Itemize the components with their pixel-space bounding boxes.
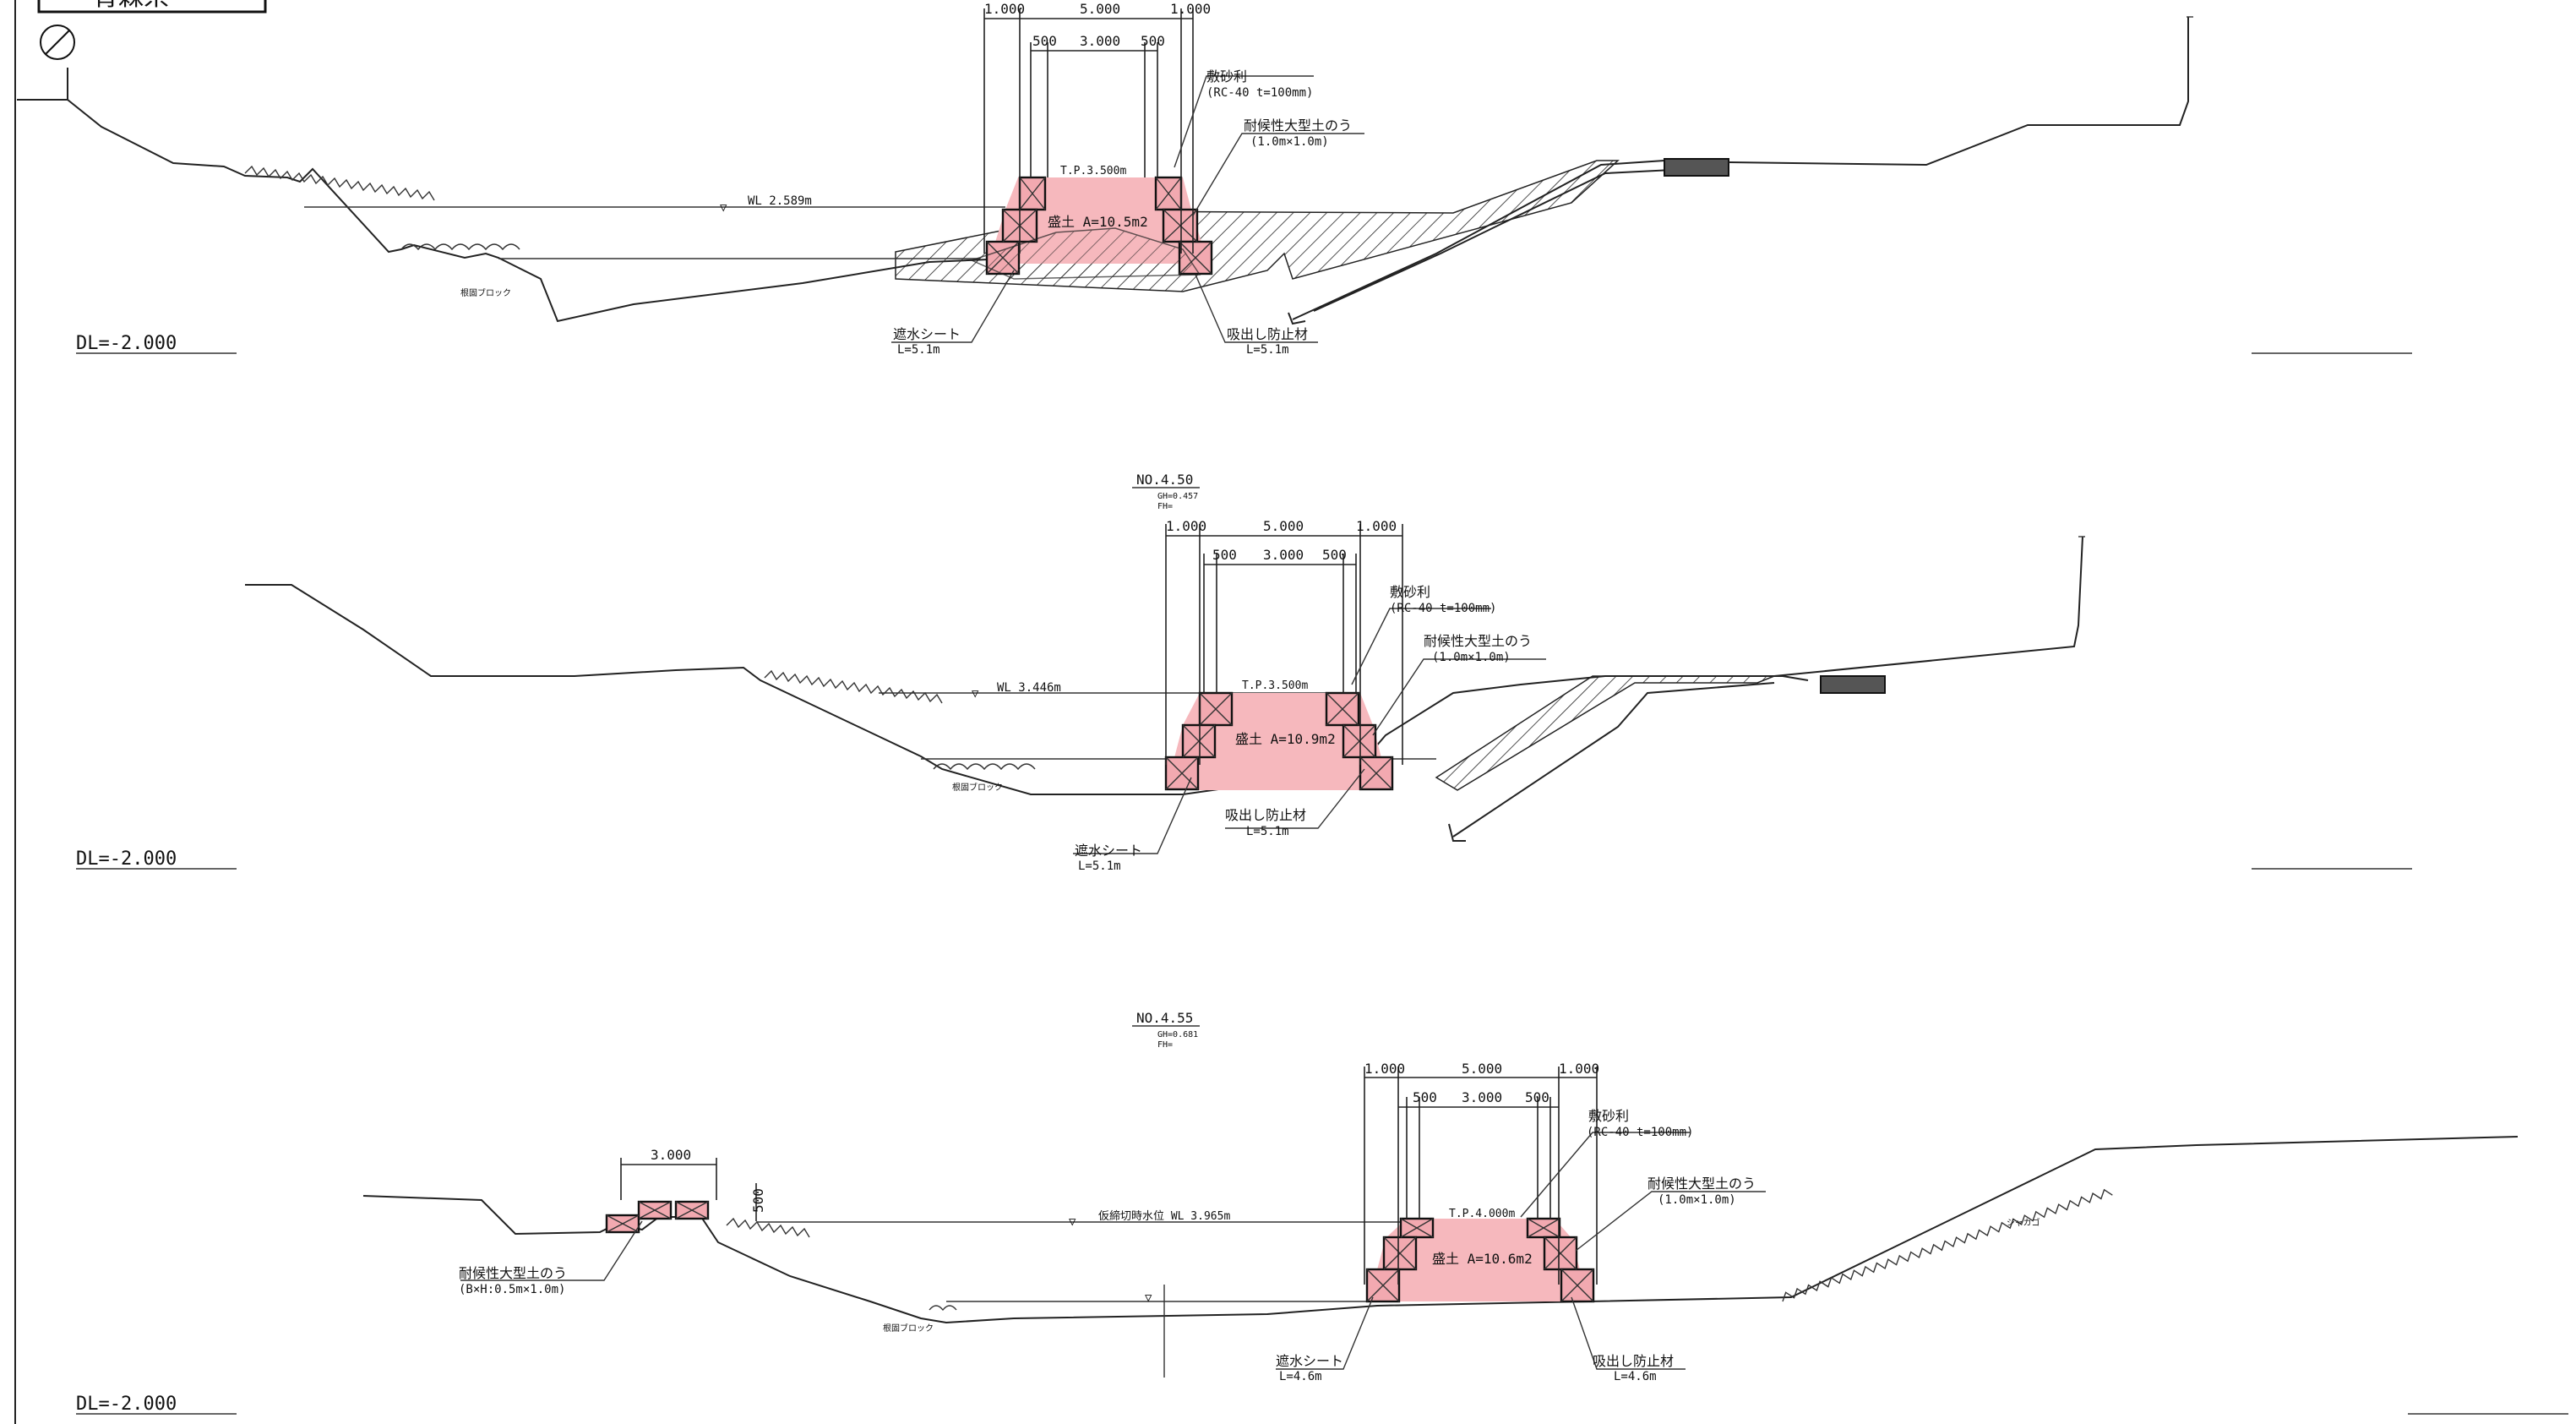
svg-text:500: 500 xyxy=(1322,547,1347,563)
svg-text:5.000: 5.000 xyxy=(1080,1,1120,17)
sheet-label: 遮水シート xyxy=(893,326,961,342)
slope-block xyxy=(244,165,435,201)
svg-text:500: 500 xyxy=(1413,1089,1437,1105)
svg-text:500: 500 xyxy=(1032,33,1057,49)
svg-text:DL=-2.000: DL=-2.000 xyxy=(76,848,177,870)
svg-text:1.000: 1.000 xyxy=(1364,1061,1405,1077)
prevent-label: 吸出し防止材 xyxy=(1227,326,1308,342)
dimension-lines xyxy=(983,8,1194,254)
section-bottom: NO.4.55 GH=0.681 FH= 根固ブロック ジャカゴ 3.000 5… xyxy=(76,1010,2568,1415)
svg-text:500: 500 xyxy=(750,1188,766,1213)
water-level-label: WL 2.589m xyxy=(748,194,812,208)
svg-text:▽: ▽ xyxy=(1069,1215,1076,1229)
svg-text:L=5.1m: L=5.1m xyxy=(1246,343,1289,357)
svg-text:1.000: 1.000 xyxy=(1170,1,1211,17)
svg-text:吸出し防止材: 吸出し防止材 xyxy=(1225,807,1306,823)
svg-text:▽: ▽ xyxy=(720,201,727,215)
svg-text:耐候性大型土のう: 耐候性大型土のう xyxy=(1647,1176,1756,1192)
svg-text:根固ブロック: 根固ブロック xyxy=(952,782,1003,793)
ground-line xyxy=(245,584,1809,795)
svg-text:L=5.1m: L=5.1m xyxy=(1078,859,1121,873)
svg-text:WL 3.446m: WL 3.446m xyxy=(997,681,1061,695)
svg-text:T.P.4.000m: T.P.4.000m xyxy=(1449,1208,1515,1220)
section-middle: NO.4.50 GH=0.457 FH= 根固ブロック WL 3.446m ▽ xyxy=(76,472,2412,873)
svg-text:耐候性大型土のう: 耐候性大型土のう xyxy=(459,1265,567,1281)
gravel-label: 敷砂利 xyxy=(1206,68,1247,85)
svg-text:敷砂利: 敷砂利 xyxy=(1588,1108,1629,1124)
ground-line xyxy=(17,99,989,323)
svg-text:仮締切時水位 WL 3.965m: 仮締切時水位 WL 3.965m xyxy=(1098,1209,1230,1223)
svg-text:500: 500 xyxy=(1525,1089,1549,1105)
svg-text:L=5.1m: L=5.1m xyxy=(897,343,940,357)
svg-text:1.000: 1.000 xyxy=(1559,1061,1599,1077)
station-label: NO.4.50 xyxy=(1136,472,1193,488)
svg-text:(B×H:0.5m×1.0m): (B×H:0.5m×1.0m) xyxy=(459,1283,565,1296)
svg-text:▽: ▽ xyxy=(972,687,979,701)
svg-text:根固ブロック: 根固ブロック xyxy=(883,1323,934,1334)
fill-area xyxy=(1369,1219,1588,1301)
svg-text:GH=0.681: GH=0.681 xyxy=(1157,1030,1198,1039)
svg-text:(RC-40 t=100mm): (RC-40 t=100mm) xyxy=(1206,86,1313,100)
svg-text:GH=0.457: GH=0.457 xyxy=(1157,492,1198,501)
svg-text:3.000: 3.000 xyxy=(1080,33,1120,49)
svg-text:吸出し防止材: 吸出し防止材 xyxy=(1593,1353,1674,1369)
svg-text:5.000: 5.000 xyxy=(1263,518,1304,534)
svg-text:DL=-2.000: DL=-2.000 xyxy=(76,1394,177,1415)
fill-label: 盛土 A=10.9m2 xyxy=(1235,731,1336,747)
svg-text:(1.0m×1.0m): (1.0m×1.0m) xyxy=(1658,1193,1736,1207)
svg-text:▽: ▽ xyxy=(1145,1291,1152,1305)
svg-text:盛土 A=10.6m2: 盛土 A=10.6m2 xyxy=(1432,1251,1533,1267)
svg-text:5.000: 5.000 xyxy=(1462,1061,1502,1077)
svg-text:1.000: 1.000 xyxy=(1356,518,1397,534)
ground-line xyxy=(362,1136,2519,1324)
sheet-title: 青森県 xyxy=(93,0,169,12)
svg-text:遮水シート: 遮水シート xyxy=(1276,1353,1343,1369)
dimension-lines xyxy=(1364,1067,1598,1285)
svg-text:FH=: FH= xyxy=(1157,502,1173,511)
svg-text:(1.0m×1.0m): (1.0m×1.0m) xyxy=(1250,135,1329,149)
svg-text:L=5.1m: L=5.1m xyxy=(1246,825,1289,838)
diameter-symbol-icon xyxy=(40,25,75,60)
sandbag-label: 耐候性大型土のう xyxy=(1244,117,1352,134)
svg-text:1.000: 1.000 xyxy=(984,1,1025,17)
svg-text:L=4.6m: L=4.6m xyxy=(1279,1370,1322,1383)
svg-text:3.000: 3.000 xyxy=(1462,1089,1502,1105)
svg-text:500: 500 xyxy=(1212,547,1237,563)
svg-text:1.000: 1.000 xyxy=(1166,518,1206,534)
svg-text:遮水シート: 遮水シート xyxy=(1075,843,1142,859)
block-label: 根固ブロック xyxy=(460,287,511,298)
svg-text:(1.0m×1.0m): (1.0m×1.0m) xyxy=(1432,651,1511,664)
svg-text:3.000: 3.000 xyxy=(651,1147,691,1163)
svg-text:耐候性大型土のう: 耐候性大型土のう xyxy=(1424,633,1532,649)
crest-label: T.P.3.500m xyxy=(1060,165,1126,177)
fill-label: 盛土 A=10.5m2 xyxy=(1048,214,1148,230)
svg-text:T.P.3.500m: T.P.3.500m xyxy=(1242,679,1308,692)
svg-text:3.000: 3.000 xyxy=(1263,547,1304,563)
svg-text:NO.4.55: NO.4.55 xyxy=(1136,1010,1193,1026)
right-embankment xyxy=(1435,675,1775,791)
svg-text:(RC-40 t=100mm): (RC-40 t=100mm) xyxy=(1390,602,1496,615)
datum-label: DL=-2.000 xyxy=(76,333,177,354)
svg-text:500: 500 xyxy=(1141,33,1165,49)
gabion-label: ジャカゴ xyxy=(2007,1217,2040,1228)
section-top: 根固ブロック WL 2.589m ▽ 盛土 A=10.5m2 T.P.3.500… xyxy=(17,1,2412,357)
sheet-frame: 青森県 xyxy=(14,0,267,1424)
svg-text:(RC-40 t=100mm): (RC-40 t=100mm) xyxy=(1587,1126,1693,1139)
dimension-lines xyxy=(1165,524,1403,765)
svg-text:L=4.6m: L=4.6m xyxy=(1614,1370,1657,1383)
svg-text:FH=: FH= xyxy=(1157,1040,1173,1050)
svg-text:敷砂利: 敷砂利 xyxy=(1390,584,1430,600)
